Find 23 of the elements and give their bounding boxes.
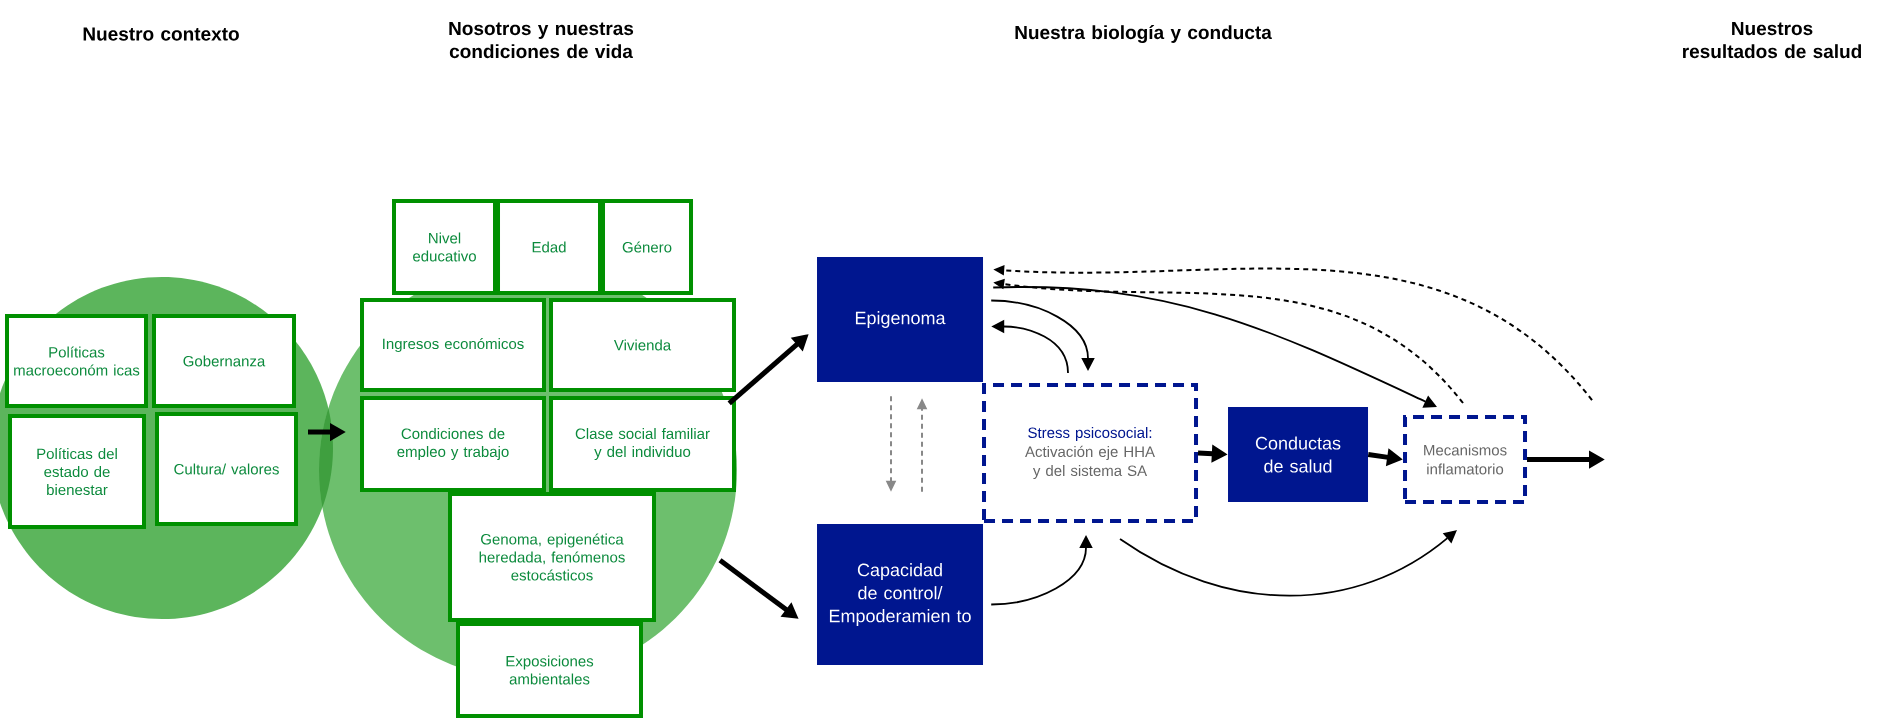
factor-box: Género	[601, 199, 693, 295]
factor-box: Condiciones de empleo y trabajo	[360, 396, 546, 492]
dashed-box: Mecanismos inflamatorio	[1403, 415, 1527, 504]
factor-box: Ingresos económicos	[360, 298, 546, 392]
factor-box: Exposiciones ambientales	[456, 622, 643, 718]
factor-box: Vivienda	[549, 298, 736, 392]
process-box: Capacidad de control/ Empoderamien to	[817, 524, 983, 665]
column-heading: Nuestro contexto	[83, 27, 239, 41]
factor-box: Políticas macroeconóm icas	[5, 314, 148, 408]
dashed-box: Stress psicosocial: Activación eje HHA y del sistema SA	[982, 383, 1198, 523]
process-box: Epigenoma	[817, 257, 983, 382]
column-heading: Nuestra biología y conducta	[1015, 25, 1272, 43]
factor-box: Nivel educativo	[392, 199, 497, 295]
column-heading: Nosotros y nuestras condiciones de vida	[449, 21, 634, 59]
factor-box: Cultura/ valores	[155, 412, 298, 526]
factor-box: Genoma, epigenética heredada, fenómenos estocásticos	[448, 492, 656, 622]
factor-box: Edad	[496, 199, 602, 295]
factor-box: Políticas del estado de bienestar	[8, 414, 146, 529]
factor-box: Clase social familiar y del individuo	[549, 396, 736, 492]
arrow	[1119, 530, 1457, 597]
column-heading: Nuestros resultados de salud	[1683, 21, 1862, 59]
factor-box: Gobernanza	[152, 314, 296, 408]
process-box: Conductas de salud	[1228, 407, 1368, 502]
